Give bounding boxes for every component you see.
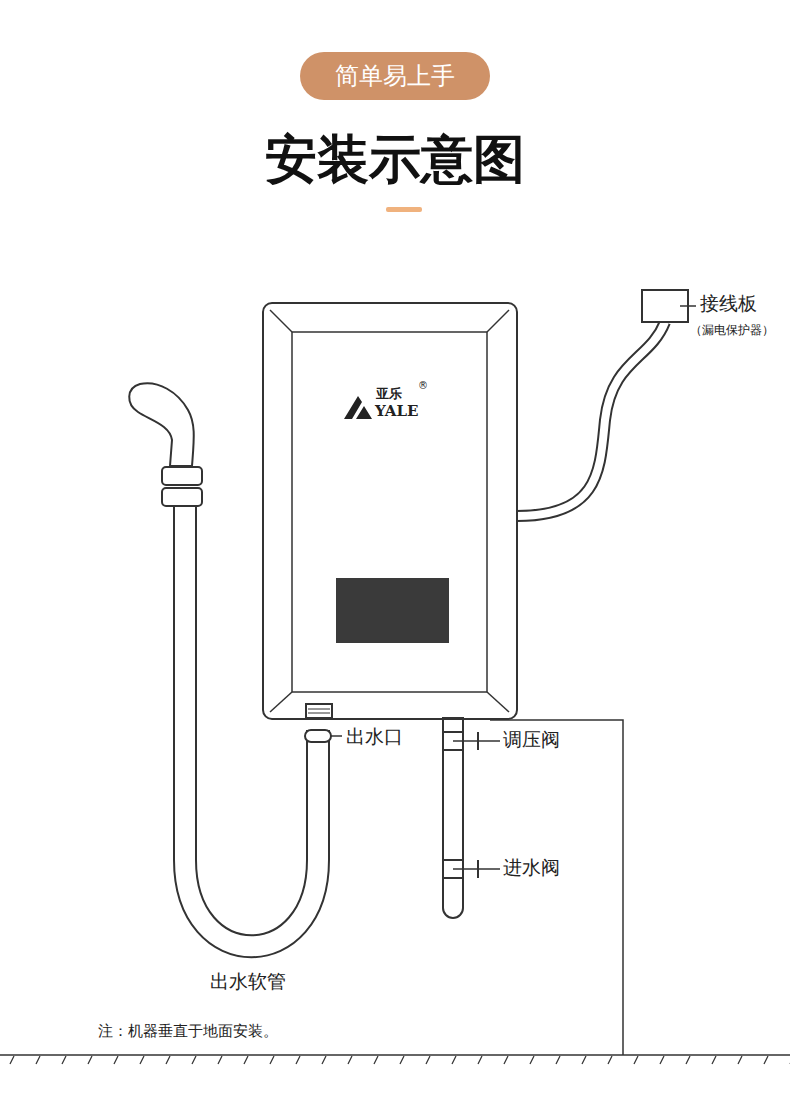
- hose-fill: [185, 505, 318, 946]
- cable-fill: [517, 322, 665, 516]
- outlet-label: 出水口: [346, 725, 403, 748]
- shower-head: [129, 383, 194, 466]
- shower-collar: [162, 488, 202, 506]
- logo-mark: [344, 396, 372, 419]
- valve-label: 进水阀: [503, 856, 560, 879]
- registered-mark: ®: [418, 380, 428, 392]
- heater-bevel: [270, 310, 509, 712]
- display-panel: [336, 578, 449, 643]
- terminal-label: 接线板: [700, 292, 757, 315]
- valve-label: 调压阀: [503, 728, 560, 751]
- shower-collar: [162, 467, 202, 485]
- badge-pill: 简单易上手: [300, 52, 490, 100]
- inlet-pipe: [443, 718, 463, 918]
- hose-outline: [185, 505, 318, 946]
- note-text: 注：机器垂直于地面安装。: [98, 1022, 278, 1040]
- accent-bar: [386, 207, 422, 212]
- hose-clamp: [305, 730, 331, 742]
- ground-hatching: [0, 1055, 790, 1065]
- cable-outline: [517, 322, 665, 516]
- brand-en: YALE: [375, 402, 418, 420]
- wall-line: [490, 720, 623, 1055]
- leader-line: [680, 305, 696, 307]
- heater-body: 亚乐YALE®: [262, 302, 518, 720]
- leader-line: [331, 735, 342, 737]
- outlet-fitting: [306, 704, 332, 718]
- brand-cn: 亚乐: [376, 386, 402, 402]
- page-title: 安装示意图: [265, 128, 525, 190]
- hose-label: 出水软管: [210, 970, 286, 993]
- terminal-sublabel: （漏电保护器）: [690, 323, 774, 337]
- badge-text: 简单易上手: [335, 62, 455, 91]
